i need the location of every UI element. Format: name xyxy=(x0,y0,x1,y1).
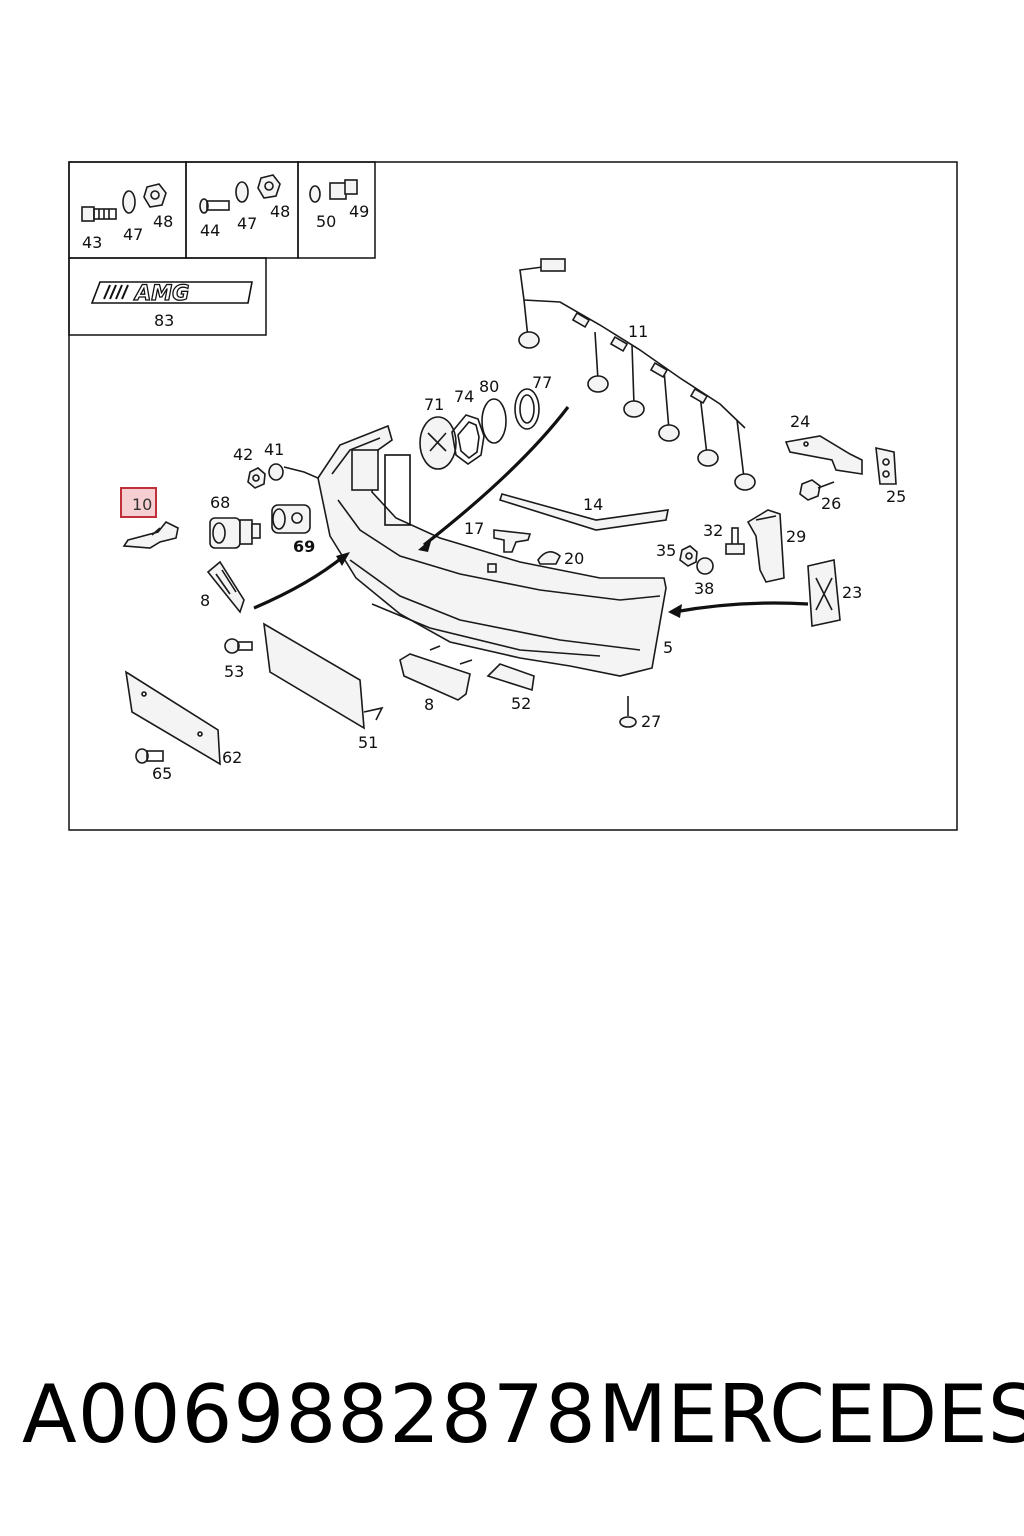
washer-icon xyxy=(268,463,284,481)
bolt-icon: 53 xyxy=(224,638,253,681)
label-68: 68 xyxy=(210,493,230,512)
nut-icon: 35 xyxy=(656,541,698,567)
label-10: 10 xyxy=(132,495,152,514)
nut-icon xyxy=(247,467,266,489)
grille-icon: 8 xyxy=(200,560,245,614)
clip-icon: 17 xyxy=(464,519,532,553)
brand-name: MERCEDES xyxy=(598,1368,1024,1461)
label-29: 29 xyxy=(786,527,806,546)
arrow-head xyxy=(668,604,682,618)
label-8a: 8 xyxy=(200,591,210,610)
sensor-icon xyxy=(587,375,609,393)
label-8b: 8 xyxy=(424,695,434,714)
label-49: 49 xyxy=(349,202,369,221)
label-20: 20 xyxy=(564,549,584,568)
label-62: 62 xyxy=(222,748,242,767)
bolt-icon: 65 xyxy=(135,748,172,783)
label-32: 32 xyxy=(703,521,723,540)
screw-icon: 26 xyxy=(799,479,841,513)
label-52: 52 xyxy=(511,694,531,713)
fastener-box-3: 50 49 xyxy=(297,161,376,259)
arrow-to-bumper-right xyxy=(673,601,809,614)
license-plate-base: 62 xyxy=(124,670,242,767)
label-48b: 48 xyxy=(270,202,290,221)
label-48a: 48 xyxy=(153,212,173,231)
bolt-icon: 32 xyxy=(703,521,745,555)
arrow-head xyxy=(336,552,350,566)
label-47b: 47 xyxy=(237,214,257,233)
amg-badge-box: AMG 83 xyxy=(68,257,267,336)
fastener-box-1: 43 47 48 xyxy=(68,161,187,259)
label-23: 23 xyxy=(842,583,862,602)
label-50: 50 xyxy=(316,212,336,231)
sensor-icon xyxy=(734,473,756,491)
label-77: 77 xyxy=(532,373,552,392)
label-42: 42 xyxy=(233,445,253,464)
sensor-icon xyxy=(623,400,645,418)
washer-icon xyxy=(235,181,249,203)
sensor-rings: 71 74 80 77 xyxy=(419,373,552,470)
rear-bumper: 5 xyxy=(317,424,673,677)
washer-icon xyxy=(122,190,136,214)
label-80: 80 xyxy=(479,377,499,396)
label-43: 43 xyxy=(82,233,102,252)
bracket-icon xyxy=(122,520,179,549)
grille-icon: 8 xyxy=(399,645,473,714)
label-11: 11 xyxy=(628,322,648,341)
label-41: 41 xyxy=(264,440,284,459)
sensor-housing-icon xyxy=(209,517,261,549)
mounting-bracket: 24 xyxy=(784,412,863,475)
nut-icon xyxy=(143,183,167,208)
label-27: 27 xyxy=(641,712,661,731)
arrow-to-bumper-left xyxy=(253,554,346,610)
screw-icon: 27 xyxy=(619,696,661,731)
amg-logo: AMG xyxy=(90,280,253,306)
bracket-icon: 29 xyxy=(746,509,806,583)
sensor-icon xyxy=(697,449,719,467)
trim-strip: 14 xyxy=(498,493,670,531)
label-35: 35 xyxy=(656,541,676,560)
diagram-frame xyxy=(68,161,958,831)
fastener-box-2: 44 47 48 xyxy=(185,161,299,259)
washer-icon xyxy=(696,557,714,575)
label-69: 69 xyxy=(293,537,315,556)
nut-icon xyxy=(329,179,358,200)
label-38: 38 xyxy=(694,579,714,598)
amg-logo-text: AMG xyxy=(133,281,189,305)
arrow-head xyxy=(418,538,432,552)
label-53: 53 xyxy=(224,662,244,681)
label-74: 74 xyxy=(454,387,474,406)
bolt-icon xyxy=(199,198,230,214)
label-5: 5 xyxy=(663,638,673,657)
clip-icon: 20 xyxy=(537,549,584,568)
label-24: 24 xyxy=(790,412,810,431)
label-14: 14 xyxy=(583,495,603,514)
part-number: A0069882878 xyxy=(22,1368,597,1461)
label-26: 26 xyxy=(821,494,841,513)
label-17: 17 xyxy=(464,519,484,538)
arrow-to-bumper-top xyxy=(423,406,570,547)
nut-icon xyxy=(257,174,281,199)
sensor-icon xyxy=(658,424,680,442)
washer-icon xyxy=(309,185,321,203)
caption-bar: A0069882878 MERCEDES xyxy=(0,1368,1024,1478)
label-25: 25 xyxy=(886,487,906,506)
bracket-icon: 52 xyxy=(486,663,535,713)
sensor-housing-icon xyxy=(271,504,311,534)
guide-bracket: 23 xyxy=(807,559,862,627)
label-51: 51 xyxy=(358,733,378,752)
sensor-icon xyxy=(518,331,540,349)
mounting-bracket: 25 xyxy=(875,446,906,506)
label-71: 71 xyxy=(424,395,444,414)
bolt-icon xyxy=(81,206,117,222)
wiring-harness: 11 xyxy=(518,258,756,491)
label-65: 65 xyxy=(152,764,172,783)
license-plate-holder: 51 xyxy=(263,622,384,752)
label-47a: 47 xyxy=(123,225,143,244)
label-83: 83 xyxy=(154,311,174,330)
label-44: 44 xyxy=(200,221,220,240)
part-10-highlight: 10 xyxy=(120,487,157,518)
